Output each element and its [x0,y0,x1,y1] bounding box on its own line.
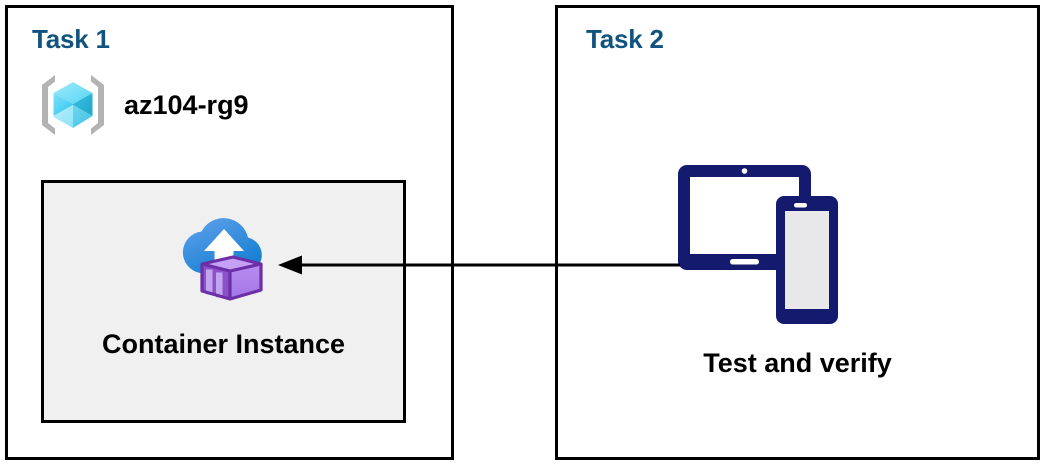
container-instance-icon [172,183,276,303]
resource-group-row: az104-rg9 [36,68,249,142]
panel-title-task-1: Task 1 [32,24,110,54]
resource-group-icon [36,68,110,142]
test-and-verify-label: Test and verify [703,348,892,378]
panel-task-1: Task 1 [5,5,454,460]
resource-group-name: az104-rg9 [124,89,249,120]
panel-title-task-2: Task 2 [586,24,664,54]
container-instance-label: Container Instance [101,329,346,359]
container-instance-box: Container Instance [41,180,406,423]
